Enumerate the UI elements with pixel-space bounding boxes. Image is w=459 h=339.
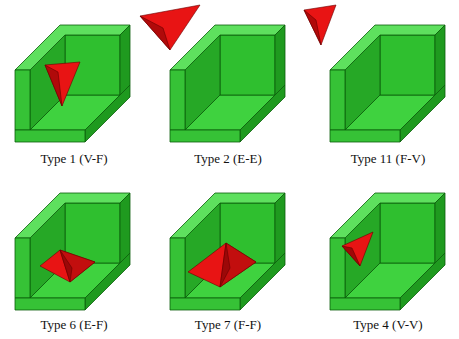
type-caption: Type 7 (F-F) [195,318,261,331]
corner-block [330,193,445,310]
corner-block [170,193,285,310]
corner-block [15,193,130,310]
corner-block [15,25,130,142]
tetrahedron [140,5,200,50]
type-caption: Type 11 (F-V) [351,152,425,165]
type-caption: Type 2 (E-E) [194,152,262,165]
tetrahedron [188,243,256,287]
corner-block [330,25,445,142]
type-caption: Type 1 (V-F) [40,152,107,165]
tetrahedron [45,62,80,106]
corner-block [170,25,285,142]
tetrahedron [40,250,95,282]
type-caption: Type 6 (E-F) [41,318,108,331]
tetrahedron [342,232,373,266]
tetrahedron [304,5,336,45]
type-caption: Type 4 (V-V) [353,318,422,331]
